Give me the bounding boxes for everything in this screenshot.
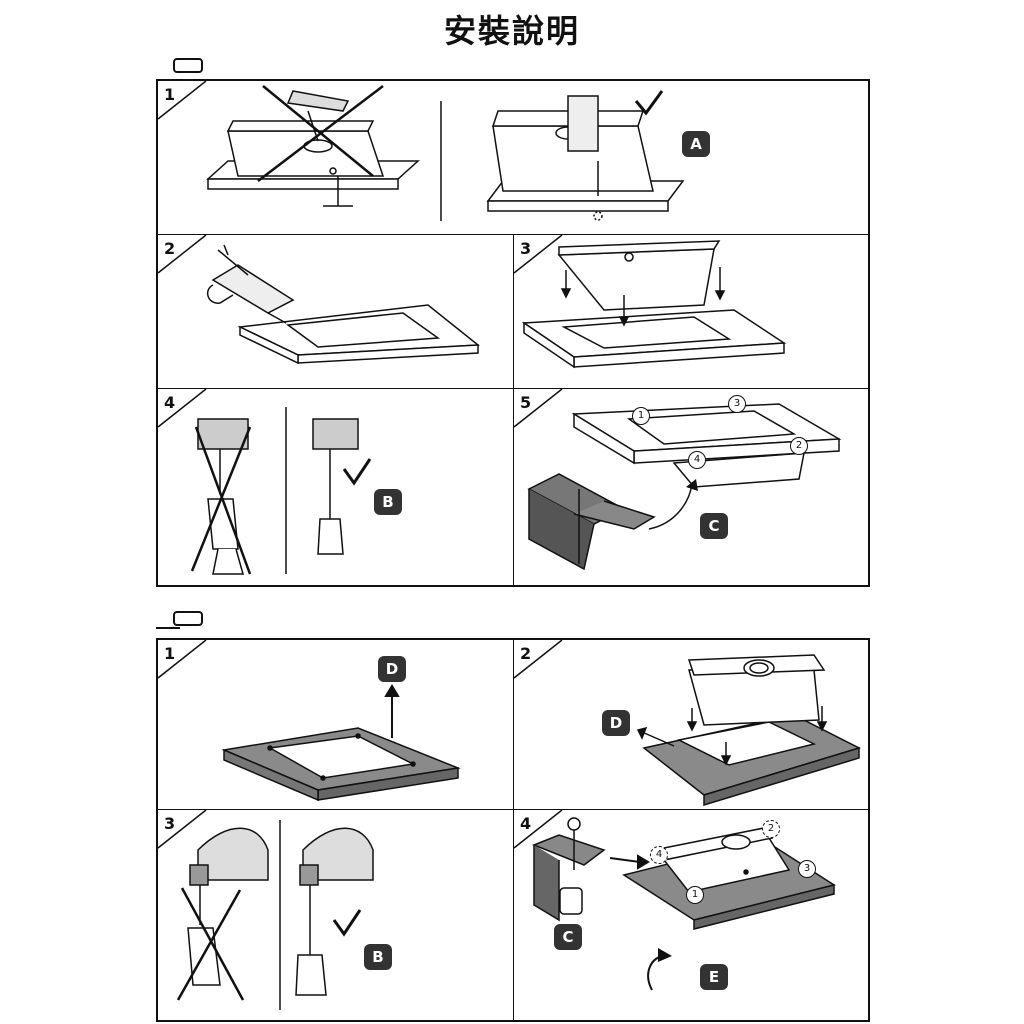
position-marker-3: 3 xyxy=(728,395,746,413)
mounting-clip xyxy=(531,834,606,866)
under-mount-icon xyxy=(156,611,203,629)
step-4-illustration xyxy=(190,407,372,575)
wrong-cross xyxy=(190,426,252,575)
step-number: 1 xyxy=(164,85,176,104)
step-number: 3 xyxy=(520,239,532,258)
position-marker-1: 1 xyxy=(686,886,704,904)
clip-power-drill-wrong xyxy=(197,418,249,450)
step-number: 2 xyxy=(520,644,532,663)
step-corner-mark xyxy=(514,810,563,849)
step-3-panel: 3 xyxy=(514,235,868,389)
sink-basin xyxy=(557,248,715,311)
step-corner-mark xyxy=(158,81,207,120)
badge-b-2: B xyxy=(364,944,392,970)
badge-a: A xyxy=(682,131,710,157)
badge-b: B xyxy=(374,489,402,515)
check-mark xyxy=(332,909,362,937)
cutout xyxy=(676,721,817,766)
step-4-illustration xyxy=(531,817,836,991)
position-marker-2: 2 xyxy=(762,820,780,838)
step-2-illustration xyxy=(206,244,481,365)
step-corner-mark xyxy=(158,640,207,679)
badge-c: C xyxy=(700,513,728,539)
check-mark xyxy=(634,90,664,116)
section-under-mount: 1 D 2 xyxy=(156,638,870,1022)
step-number: 3 xyxy=(164,814,176,833)
step-2-illustration xyxy=(636,654,862,807)
step-1-illustration xyxy=(221,684,461,802)
rotate-arrow xyxy=(658,948,672,962)
sealant-gun xyxy=(211,264,295,314)
check-mark xyxy=(342,458,372,486)
sink-punch-right xyxy=(486,95,685,221)
badge-e: E xyxy=(700,964,728,990)
step-4-panel: 4 1 2 3 4 C xyxy=(514,810,868,1020)
step-number: 4 xyxy=(520,814,532,833)
position-marker-3: 3 xyxy=(798,860,816,878)
step-2-panel: 2 D xyxy=(514,640,868,810)
step-1-panel: 1 D xyxy=(158,640,514,810)
step-corner-mark xyxy=(158,235,207,274)
step-corner-mark xyxy=(158,389,207,428)
section-top-mount: 1 xyxy=(156,79,870,587)
step-number: 4 xyxy=(164,393,176,412)
step-2-panel: 2 xyxy=(158,235,514,389)
step-1-panel: 1 xyxy=(158,81,868,235)
step-3-illustration xyxy=(521,240,787,369)
step-4-panel: 4 B xyxy=(158,389,514,585)
cutout xyxy=(285,312,441,348)
badge-d-2: D xyxy=(602,710,630,736)
position-marker-1: 1 xyxy=(632,407,650,425)
wrong-cross xyxy=(176,887,245,1001)
page-title: 安裝說明 xyxy=(443,12,580,50)
badge-d: D xyxy=(378,656,406,682)
position-marker-4: 4 xyxy=(688,451,706,469)
clip-screwdriver-right xyxy=(312,418,359,450)
step-corner-mark xyxy=(514,389,563,428)
position-marker-4: 4 xyxy=(650,846,668,864)
position-marker-2: 2 xyxy=(790,437,808,455)
step-5-panel: 5 1 3 2 4 C xyxy=(514,389,868,585)
step-3-panel: 3 B xyxy=(158,810,514,1020)
step-corner-mark xyxy=(514,235,563,274)
sink-basin xyxy=(688,669,820,726)
step-1-illustration xyxy=(206,85,685,221)
badge-c-2: C xyxy=(554,924,582,950)
step-number: 5 xyxy=(520,393,532,412)
wrong-cross xyxy=(257,85,384,182)
step-corner-mark xyxy=(514,640,563,679)
step-5-illustration xyxy=(527,403,842,571)
top-mount-icon xyxy=(173,58,203,73)
sink-hammer-wrong xyxy=(206,90,420,207)
step-corner-mark xyxy=(158,810,207,849)
step-3-illustration xyxy=(176,820,374,1010)
step-number: 2 xyxy=(164,239,176,258)
step-number: 1 xyxy=(164,644,176,663)
